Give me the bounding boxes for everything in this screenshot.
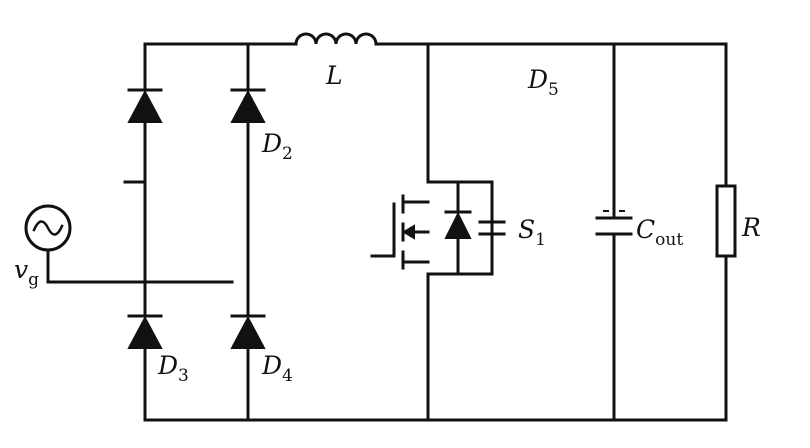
- label-switch: S1: [518, 215, 546, 250]
- wiring: [46, 42, 728, 422]
- capacitor-cout: [595, 210, 633, 236]
- diode-d4: [230, 314, 266, 349]
- inductor-l: [294, 32, 378, 46]
- label-inductor: L: [325, 61, 343, 90]
- diode-d3: [127, 314, 163, 349]
- label-d3: D3: [157, 351, 189, 386]
- diode-d2: [230, 88, 266, 123]
- label-capacitor: Cout: [636, 215, 683, 250]
- resistor-r: [715, 184, 737, 258]
- label-load: R: [741, 213, 761, 242]
- diode-d1: [127, 88, 163, 123]
- label-d4: D4: [261, 351, 293, 386]
- mosfet-switch-s1: [370, 180, 506, 276]
- label-source: vg: [14, 255, 39, 290]
- label-d2: D2: [261, 129, 293, 164]
- ac-source-icon: [24, 204, 72, 252]
- label-d5: D5: [527, 65, 559, 100]
